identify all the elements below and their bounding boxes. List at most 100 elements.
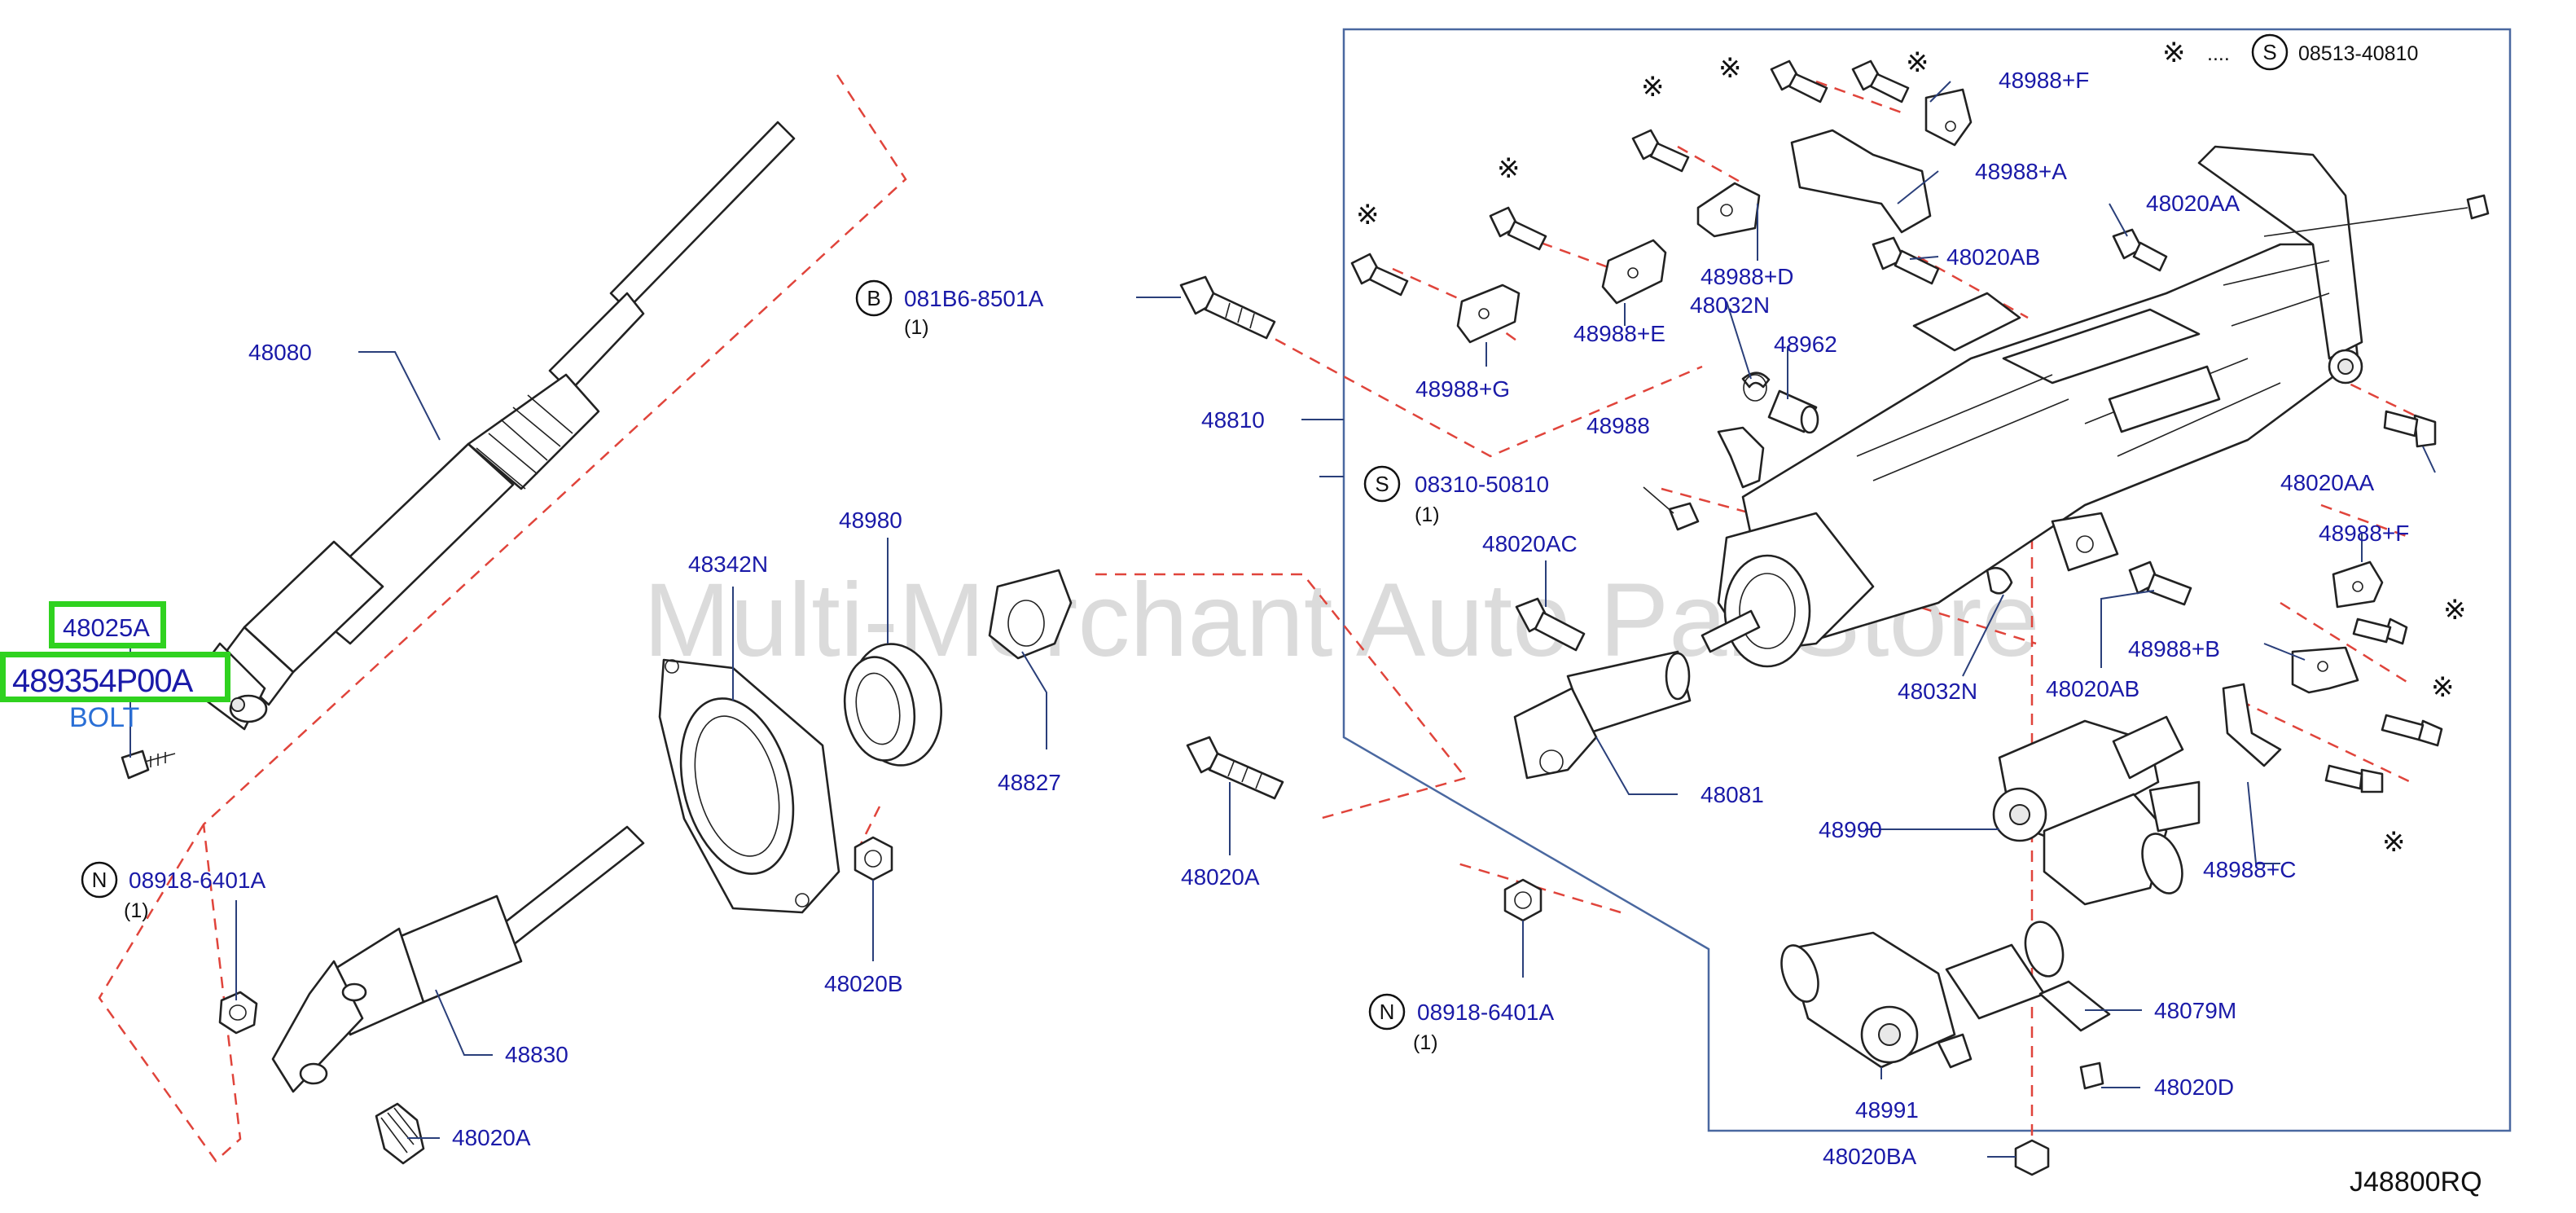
bolt-48020d — [2079, 1061, 2104, 1090]
highlight-box-top[interactable]: 48025A — [49, 601, 166, 648]
label-48988-g: 48988+G — [1415, 376, 1510, 402]
bracket-48988-a — [1790, 129, 1932, 234]
label-48988-d: 48988+D — [1701, 264, 1793, 289]
bracket-48988-g — [1456, 283, 1521, 344]
bolt-48020ab-mid — [2128, 560, 2192, 606]
bolt-48988-c — [2324, 764, 2384, 793]
label-48020d: 48020D — [2154, 1075, 2234, 1100]
legend-part: 08513-40810 — [2298, 42, 2418, 65]
label-48988-a: 48988+A — [1975, 159, 2067, 184]
ref-mark: ※ — [1906, 46, 1929, 79]
label-48020b: 48020B — [824, 971, 903, 996]
callout-s-part: 08310-50810 — [1415, 472, 1549, 497]
label-48020a-mid: 48020A — [1181, 864, 1260, 890]
bolt-48988-e — [1489, 206, 1547, 251]
highlight-label-bottom: 489354P00A — [12, 663, 193, 699]
callout-n-left-qty: (1) — [124, 899, 149, 922]
clip-48032n-mid — [1986, 566, 2013, 595]
label-48988-e: 48988+E — [1573, 321, 1665, 346]
label-48081: 48081 — [1701, 782, 1764, 807]
diagram-code: J48800RQ — [2350, 1167, 2482, 1198]
ref-mark: ※ — [1356, 199, 1380, 231]
callout-n-mid-part: 08918-6401A — [1417, 1000, 1554, 1025]
part-labels: 48080 48020A 48830 48342N 48980 48827 48… — [248, 68, 2409, 1169]
bolt-48020ab-top — [1872, 236, 1940, 285]
label-48020a-lower: 48020A — [452, 1125, 531, 1150]
legend-circle — [2251, 33, 2289, 71]
ref-mark: ※ — [1497, 152, 1521, 185]
bolt-48020ac — [1515, 597, 1586, 652]
bracket-48988-c — [2222, 683, 2282, 767]
callout-b-letter: B — [867, 286, 880, 310]
label-48980: 48980 — [839, 508, 902, 533]
bolt-48988-g — [1350, 253, 1409, 297]
callout-b-circle — [855, 279, 893, 317]
highlight-box-bottom[interactable]: 489354P00A — [0, 652, 230, 702]
motor-assembly-48990 — [1992, 715, 2201, 906]
ref-mark: ※ — [2443, 594, 2467, 626]
highlight-note: BOLT — [69, 702, 140, 733]
guide-dash-9 — [1815, 80, 1907, 116]
label-48020ba: 48020BA — [1823, 1144, 1917, 1169]
motor-assembly-48991 — [1780, 921, 2065, 1069]
callout-s-qty: (1) — [1415, 503, 1440, 526]
bolt-081b6 — [1179, 275, 1276, 340]
label-48810: 48810 — [1201, 407, 1265, 433]
label-48990: 48990 — [1819, 817, 1882, 842]
universal-joint-48081 — [1513, 650, 1692, 780]
label-48988: 48988 — [1586, 413, 1650, 438]
callout-n-mid-circle — [1368, 993, 1406, 1031]
callout-b-qty: (1) — [904, 316, 929, 339]
nut-48020ba — [2014, 1139, 2050, 1176]
ref-mark: ※ — [1641, 71, 1665, 103]
guide-dash-13 — [2280, 503, 2411, 686]
callout-n-mid-qty: (1) — [1413, 1031, 1438, 1054]
callout-s-screw: S 08310-50810 (1) — [1363, 465, 1549, 526]
callout-n-left-part: 08918-6401A — [129, 868, 265, 893]
label-48991: 48991 — [1855, 1097, 1919, 1123]
legend-letter: S — [2262, 40, 2276, 64]
label-48020aa-right: 48020AA — [2280, 470, 2375, 495]
callout-n-left: N 08918-6401A (1) — [81, 861, 265, 922]
reference-marks: ※ ※ ※ ※ ※ ※ ※ ※ — [1356, 46, 2467, 859]
label-48032n-mid: 48032N — [1898, 679, 1977, 704]
assembly-frame — [1342, 28, 2512, 1132]
bolt-48988-f-right — [2352, 617, 2408, 645]
label-48020ac: 48020AC — [1482, 531, 1578, 556]
guide-dash-12 — [2239, 699, 2411, 784]
legend-dots: .... — [2207, 42, 2230, 65]
highlight-label-top: 48025A — [63, 613, 150, 642]
label-48827: 48827 — [998, 770, 1061, 795]
shaft-envelope-dash — [98, 74, 907, 1162]
callout-s-letter: S — [1375, 472, 1389, 496]
ref-mark: ※ — [1718, 52, 1742, 85]
label-48342n: 48342N — [688, 552, 768, 577]
label-48962: 48962 — [1774, 332, 1837, 357]
bolt-48988-b — [2381, 714, 2443, 747]
callout-n-left-circle — [81, 861, 118, 899]
guide-dash-8 — [1677, 145, 1744, 185]
nut-48020b — [854, 836, 893, 881]
label-48988-b: 48988+B — [2128, 636, 2220, 661]
callout-b-bolt: B 081B6-8501A (1) — [855, 279, 1044, 339]
label-48988-c: 48988+C — [2203, 857, 2296, 882]
bolt-48020aa-top — [2112, 228, 2168, 272]
label-48080: 48080 — [248, 340, 312, 365]
bracket-48988 — [1717, 426, 1765, 489]
bracket-48988-e — [1601, 239, 1667, 305]
legend: ※ .... S 08513-40810 — [2162, 33, 2418, 71]
bolt-48020a-lower — [375, 1102, 425, 1165]
guide-dash-2 — [1257, 328, 1703, 458]
callout-n-left-letter: N — [92, 868, 108, 892]
ref-mark: ※ — [2382, 826, 2406, 859]
screw-08310 — [1643, 486, 1700, 531]
bracket-48988-f-right — [2332, 560, 2384, 609]
nut-lower-left — [218, 991, 258, 1035]
lower-shaft-48830 — [271, 825, 645, 1093]
label-48988-f-right: 48988+F — [2319, 521, 2409, 546]
bolt-48988-d — [1631, 129, 1690, 173]
guide-dash-1 — [1095, 573, 1468, 820]
nut-mid — [1503, 878, 1543, 922]
